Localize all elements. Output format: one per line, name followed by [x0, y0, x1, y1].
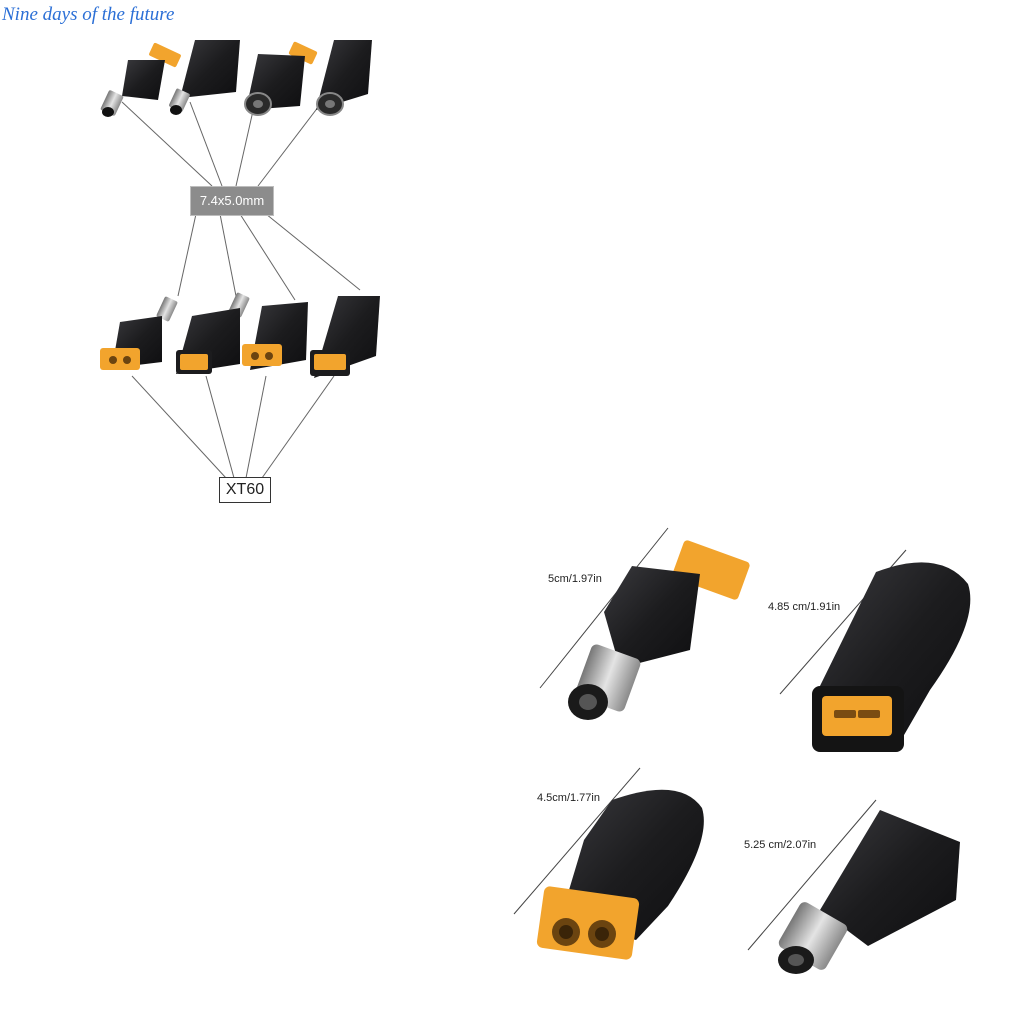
dimension-label-1: 5cm/1.97in — [548, 573, 602, 585]
pointer-lines-top — [121, 101, 361, 479]
connector-thumb-1 — [100, 42, 181, 117]
connector-photo-4 — [778, 810, 960, 974]
connector-thumb-2 — [169, 40, 240, 115]
connector-photo-3 — [536, 789, 704, 960]
dimension-label-2: 4.85 cm/1.91in — [768, 601, 841, 613]
xt60-callout: XT60 — [219, 477, 271, 503]
connector-thumb-6 — [176, 292, 250, 374]
connector-thumb-5 — [100, 296, 178, 370]
dimension-label-4: 5.25 cm/2.07in — [744, 839, 817, 851]
connector-photo-1 — [568, 540, 750, 720]
connector-thumb-3 — [244, 41, 318, 116]
connector-photo-2 — [812, 562, 971, 752]
dimension-label-3: 4.5cm/1.77in — [537, 792, 600, 804]
connector-thumb-7 — [242, 302, 308, 370]
watermark-text: Nine days of the future — [2, 4, 175, 25]
barrel-size-callout: 7.4x5.0mm — [190, 186, 274, 216]
connector-thumb-4 — [316, 40, 372, 116]
connector-thumb-8 — [310, 296, 380, 378]
